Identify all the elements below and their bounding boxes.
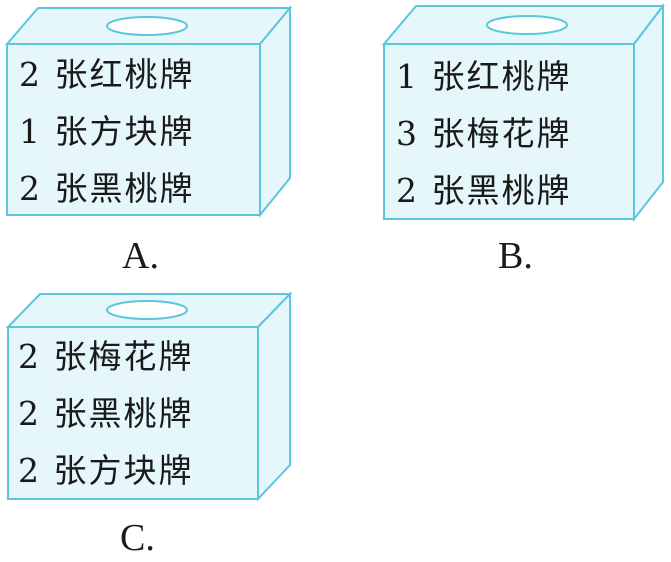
box-c-cube xyxy=(5,291,293,502)
box-a-line-2: 1 张方块牌 xyxy=(19,112,195,151)
caption-c: C. xyxy=(120,517,155,559)
box-a: 2 张红桃牌 1 张方块牌 2 张黑桃牌 xyxy=(0,0,300,240)
box-c-contents: 2 张梅花牌 2 张黑桃牌 2 张方块牌 xyxy=(18,328,194,499)
box-b-cube xyxy=(381,3,666,222)
box-c-front-face xyxy=(7,326,259,500)
box-a-line-3: 2 张黑桃牌 xyxy=(19,169,195,208)
box-b-contents: 1 张红桃牌 3 张梅花牌 2 张黑桃牌 xyxy=(396,48,572,219)
box-c-line-1: 2 张梅花牌 xyxy=(18,337,194,376)
caption-a: A. xyxy=(122,235,159,277)
box-c-slot xyxy=(106,300,188,320)
box-b-slot xyxy=(486,15,568,35)
box-a-front-face xyxy=(6,43,261,216)
box-c-line-3: 2 张方块牌 xyxy=(18,451,194,490)
box-c-line-2: 2 张黑桃牌 xyxy=(18,394,194,433)
box-a-contents: 2 张红桃牌 1 张方块牌 2 张黑桃牌 xyxy=(19,46,195,217)
box-b-line-3: 2 张黑桃牌 xyxy=(396,171,572,210)
box-b-front-face xyxy=(383,43,635,220)
box-b-line-1: 1 张红桃牌 xyxy=(396,57,572,96)
box-a-slot xyxy=(106,16,188,36)
box-a-line-1: 2 张红桃牌 xyxy=(19,55,195,94)
caption-b: B. xyxy=(498,235,533,277)
box-b-line-2: 3 张梅花牌 xyxy=(396,114,572,153)
box-b: 1 张红桃牌 3 张梅花牌 2 张黑桃牌 xyxy=(376,0,671,240)
box-a-cube xyxy=(4,5,293,218)
box-c: 2 张梅花牌 2 张黑桃牌 2 张方块牌 xyxy=(0,290,300,530)
